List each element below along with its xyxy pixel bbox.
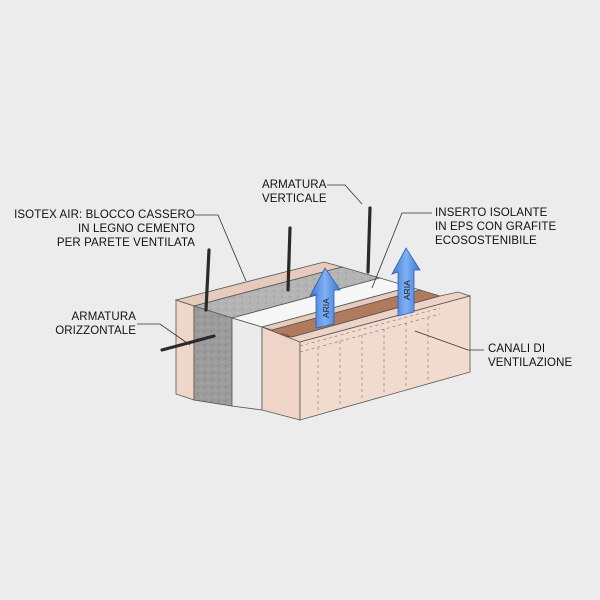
vertical-rebar-3 xyxy=(366,206,372,274)
leader-lines xyxy=(137,184,484,351)
label-armatura-orizzontale: ARMATURA ORIZZONTALE xyxy=(55,311,136,337)
eps-insert-face xyxy=(231,317,263,411)
label-inserto-isolante: INSERTO ISOLANTE IN EPS CON GRAFITE ECOS… xyxy=(435,207,557,247)
aria-arrow-2 xyxy=(391,247,421,317)
aria-label-2: ARIA xyxy=(402,280,412,300)
hidden-channel-lines xyxy=(299,307,441,412)
label-isotex-air: ISOTEX AIR: BLOCCO CASSERO IN LEGNO CEME… xyxy=(14,209,195,249)
vertical-rebar-2 xyxy=(286,226,292,292)
back-wall-face xyxy=(175,299,195,401)
label-canali-ventilazione: CANALI DI VENTILAZIONE xyxy=(488,343,573,369)
concrete-core-face xyxy=(193,305,233,407)
aria-arrow-1 xyxy=(309,267,341,329)
vertical-rebar-1 xyxy=(204,248,211,312)
horizontal-rebar xyxy=(160,334,216,352)
aria-label-1: ARIA xyxy=(321,298,331,318)
front-wall-side xyxy=(261,326,301,421)
label-armatura-verticale: ARMATURA VERTICALE xyxy=(262,179,327,205)
